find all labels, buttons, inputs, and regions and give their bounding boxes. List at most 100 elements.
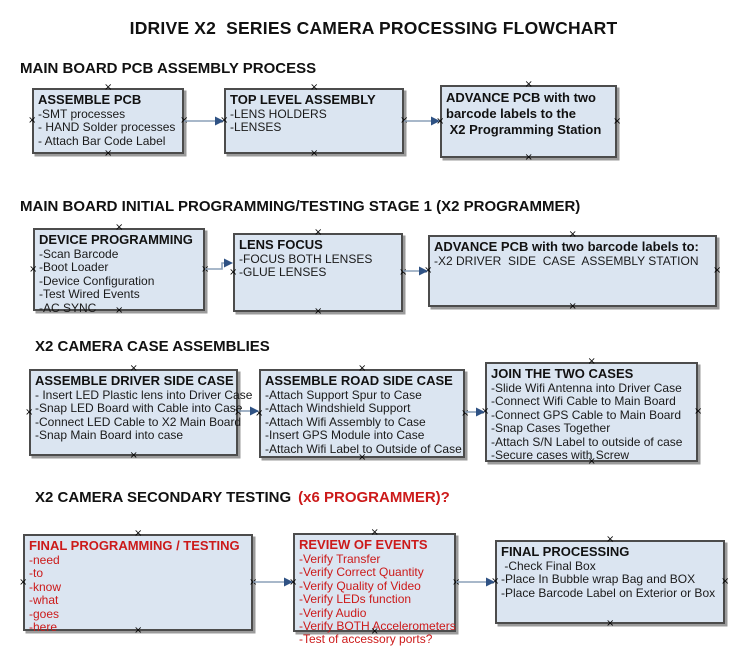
flow-box-top-level-assembly[interactable]: × × × × TOP LEVEL ASSEMBLY -LENS HOLDERS… xyxy=(220,83,408,159)
connection-handle-icon: × xyxy=(310,82,319,93)
box-line: -Boot Loader xyxy=(39,260,109,275)
box-line: -Attach Wifi Assembly to Case xyxy=(265,414,426,429)
box-line: -Verify Audio xyxy=(299,605,367,620)
connection-handle-icon: × xyxy=(370,626,379,637)
flow-box-assemble-driver-side-case[interactable]: × × × × ASSEMBLE DRIVER SIDE CASE - Inse… xyxy=(25,364,253,461)
box-line: -Place In Bubble wrap Bag and BOX xyxy=(501,572,696,587)
box-line: -Attach Wifi Label to Outside of Case xyxy=(265,441,462,456)
flow-box-assemble-road-side-case[interactable]: × × × × ASSEMBLE ROAD SIDE CASE -Attach … xyxy=(255,364,469,463)
connection-handle-icon: × xyxy=(524,152,533,163)
box-line: -Connect GPS Cable to Main Board xyxy=(491,407,682,422)
connection-handle-icon: × xyxy=(134,528,143,539)
arrow-head-icon xyxy=(486,577,495,587)
box-line: -Verify Quality of Video xyxy=(299,578,421,593)
flow-box-advance-pcb-programming-station[interactable]: × × × × ADVANCE PCB with two barcode lab… xyxy=(436,80,621,163)
box-title: X2 Programming Station xyxy=(446,122,602,137)
flow-box-advance-pcb-driver-side-station[interactable]: × × × × ADVANCE PCB with two barcode lab… xyxy=(424,230,721,312)
connection-handle-icon: × xyxy=(29,263,38,275)
connection-handle-icon: × xyxy=(255,407,264,419)
connection-handle-icon: × xyxy=(399,266,408,278)
connection-handle-icon: × xyxy=(713,265,722,276)
box-line: -to xyxy=(29,566,44,581)
box-line: -Verify Correct Quantity xyxy=(299,565,424,580)
box-line: -know xyxy=(29,579,62,594)
connection-handle-icon: × xyxy=(115,305,124,316)
flow-box-final-programming-testing[interactable]: × × × × FINAL PROGRAMMING / TESTING -nee… xyxy=(19,529,257,636)
box-line: -Scan Barcode xyxy=(39,247,119,261)
box-line: -Place Barcode Label on Exterior or Box xyxy=(501,585,716,600)
box-line: -Secure cases with Screw xyxy=(491,448,630,463)
connection-handle-icon: × xyxy=(568,229,577,240)
flow-box-final-processing[interactable]: × × × × FINAL PROCESSING -Check Final Bo… xyxy=(491,535,729,629)
box-line: -Check Final Box xyxy=(501,559,596,573)
box-line: -Device Configuration xyxy=(39,273,155,288)
arrow-head-icon xyxy=(215,116,224,126)
flow-box-join-the-two-cases[interactable]: × × × × JOIN THE TWO CASES -Slide Wifi A… xyxy=(481,357,702,467)
connection-handle-icon: × xyxy=(289,576,298,588)
flow-box-device-programming[interactable]: × × × × DEVICE PROGRAMMING -Scan Barcode… xyxy=(29,223,209,316)
connection-handle-icon: × xyxy=(436,115,445,127)
box-title: ASSEMBLE PCB xyxy=(38,92,142,107)
box-line: -GLUE LENSES xyxy=(239,265,327,280)
connector-arrow[interactable] xyxy=(253,576,293,588)
box-title: REVIEW OF EVENTS xyxy=(299,537,428,552)
section-heading-initial-programming-testing: MAIN BOARD INITIAL PROGRAMMING/TESTING S… xyxy=(20,198,581,215)
box-line: -FOCUS BOTH LENSES xyxy=(239,252,373,266)
connector-arrow[interactable] xyxy=(403,265,428,277)
box-line: -need xyxy=(29,553,60,567)
box-title: ADVANCE PCB with two xyxy=(446,90,596,105)
connection-handle-icon: × xyxy=(314,306,323,317)
box-line: -Connect LED Cable to X2 Main Board xyxy=(35,414,242,429)
connection-handle-icon: × xyxy=(370,527,379,538)
box-line: -Attach Windshield Support xyxy=(265,401,411,416)
flow-box-lens-focus[interactable]: × × × × LENS FOCUS -FOCUS BOTH LENSES -G… xyxy=(229,228,407,317)
connection-handle-icon: × xyxy=(28,115,37,126)
connector-arrow[interactable] xyxy=(184,115,224,127)
connection-handle-icon: × xyxy=(220,115,229,126)
box-line: -Slide Wifi Antenna into Driver Case xyxy=(491,381,682,395)
box-line: -LENS HOLDERS xyxy=(230,107,327,121)
box-title: DEVICE PROGRAMMING xyxy=(39,232,193,247)
box-line: -Test Wired Events xyxy=(39,287,140,302)
connection-handle-icon: × xyxy=(104,148,113,159)
box-line: - HAND Solder processes xyxy=(38,120,176,135)
page-title: IDRIVE X2 SERIES CAMERA PROCESSING FLOWC… xyxy=(129,18,618,38)
connector-arrow[interactable] xyxy=(465,406,485,418)
box-line: -Verify LEDs function xyxy=(299,592,412,607)
box-title: FINAL PROGRAMMING / TESTING xyxy=(29,538,240,553)
connector-arrow[interactable] xyxy=(456,576,495,588)
connection-handle-icon: × xyxy=(606,618,615,629)
connector-arrow[interactable] xyxy=(238,405,259,417)
connection-handle-icon: × xyxy=(694,406,703,417)
flow-box-assemble-pcb[interactable]: × × × × ASSEMBLE PCB -SMT processes - HA… xyxy=(28,83,188,159)
section-heading-secondary-testing-red: (x6 PROGRAMMER)? xyxy=(298,489,450,506)
section-heading-secondary-testing: X2 CAMERA SECONDARY TESTING(x6 PROGRAMME… xyxy=(35,489,450,506)
box-line: -Connect Wifi Cable to Main Board xyxy=(491,394,676,409)
arrow-head-icon xyxy=(419,266,428,276)
box-title: ASSEMBLE DRIVER SIDE CASE xyxy=(35,373,234,388)
connection-handle-icon: × xyxy=(491,576,500,587)
connection-handle-icon: × xyxy=(568,301,577,312)
box-line: -Attach S/N Label to outside of case xyxy=(491,434,683,449)
box-line: -Attach Support Spur to Case xyxy=(265,388,422,402)
box-line: -Test of accessory ports? xyxy=(299,632,433,647)
arrow-head-icon xyxy=(476,407,485,417)
box-line: -Verify BOTH Accelerometers xyxy=(299,619,456,634)
arrow-head-icon xyxy=(224,258,233,268)
connector-arrow[interactable] xyxy=(404,115,440,127)
connection-handle-icon: × xyxy=(134,625,143,636)
section-heading-camera-case-assemblies: X2 CAMERA CASE ASSEMBLIES xyxy=(35,338,270,355)
box-line: - Insert LED Plastic lens into Driver Ca… xyxy=(35,388,253,402)
connection-handle-icon: × xyxy=(310,148,319,159)
box-line: -AC SYNC xyxy=(39,300,97,315)
box-title: ADVANCE PCB with two barcode labels to: xyxy=(434,239,699,254)
box-title: LENS FOCUS xyxy=(239,237,323,252)
section-heading-main-board-pcb-assembly: MAIN BOARD PCB ASSEMBLY PROCESS xyxy=(20,60,317,77)
connection-handle-icon: × xyxy=(358,452,367,463)
box-line: -LENSES xyxy=(230,120,282,135)
arrow-head-icon xyxy=(284,577,293,587)
connection-handle-icon: × xyxy=(19,576,28,588)
flow-box-review-of-events[interactable]: × × × × REVIEW OF EVENTS -Verify Transfe… xyxy=(289,528,460,647)
connector-arrow[interactable] xyxy=(205,257,233,273)
box-line: -Snap Cases Together xyxy=(491,421,611,436)
